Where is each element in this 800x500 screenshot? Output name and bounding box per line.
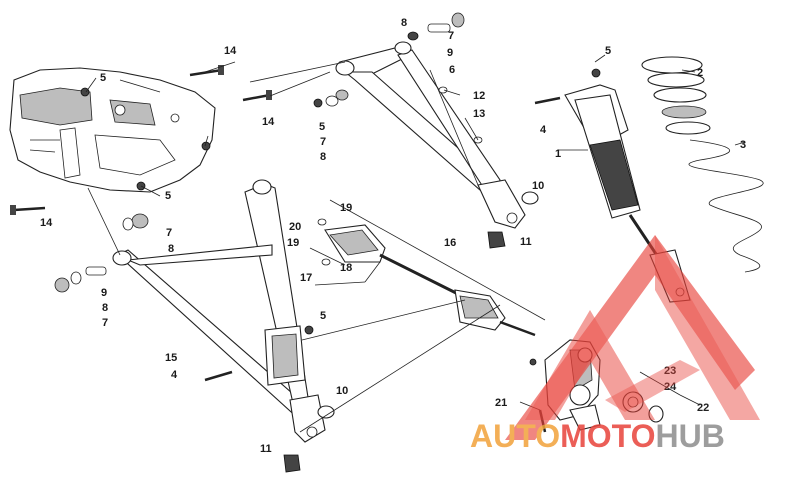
frame-section: [9, 67, 216, 193]
bushing-7-upper: [451, 12, 465, 28]
nut-5-shock: [591, 68, 601, 78]
bolt-14-b: [242, 90, 272, 102]
sleeve-8-upper-b: [335, 89, 349, 101]
label-part-6: 6: [449, 64, 455, 76]
part-labels: 1 2 3 4 4 5 5 5 5 5 6 7 7 7 7 8 8 8 8 9 …: [40, 17, 746, 455]
ball-joint-11-upper: [487, 231, 506, 249]
label-part-20: 20: [289, 221, 301, 233]
label-part-9-upper: 9: [447, 47, 453, 59]
spring-retainer-2: [641, 56, 711, 135]
label-part-18: 18: [340, 262, 352, 274]
label-part-22: 22: [697, 402, 709, 414]
bolt-14-c: [10, 205, 46, 215]
label-part-12: 12: [473, 90, 485, 102]
nut-5-upper: [313, 98, 323, 108]
label-part-4-lower: 4: [171, 369, 178, 381]
bolt-14-a: [189, 65, 224, 77]
label-part-17: 17: [300, 272, 312, 284]
label-part-5-upper: 5: [319, 121, 325, 133]
label-part-7-upper-b: 7: [320, 136, 326, 148]
lower-a-arm: [112, 179, 326, 443]
sleeve-9-lower: [85, 266, 107, 276]
label-part-8-lower-b: 8: [102, 302, 108, 314]
label-part-10-upper: 10: [532, 180, 544, 192]
label-part-5-frame-b: 5: [165, 190, 171, 202]
label-part-5-lower: 5: [320, 310, 326, 322]
label-part-7-lower: 7: [166, 227, 172, 239]
label-part-2: 2: [697, 67, 703, 79]
label-part-11-upper: 11: [520, 236, 532, 248]
ring-20: [317, 218, 327, 226]
label-part-14-b: 14: [262, 116, 275, 128]
label-part-24: 24: [664, 381, 677, 393]
label-part-8-lower: 8: [168, 243, 174, 255]
label-part-19-b: 19: [287, 237, 299, 249]
sleeve-8-lower: [122, 217, 134, 231]
label-part-8-upper-b: 8: [320, 151, 326, 163]
watermark-text: AUTOMOTOHUB: [470, 418, 725, 454]
label-part-14-c: 14: [40, 217, 53, 229]
label-part-8-upper: 8: [401, 17, 407, 29]
label-part-11-lower: 11: [260, 443, 272, 455]
bolt-22-head: [529, 358, 537, 366]
label-part-7-upper: 7: [448, 30, 454, 42]
drive-axle: [324, 224, 536, 337]
snap-ring-10-upper: [521, 191, 539, 205]
ring-18: [321, 258, 331, 266]
label-part-9-lower: 9: [101, 287, 107, 299]
sleeve-9-upper: [427, 23, 451, 33]
label-part-23: 23: [664, 365, 676, 377]
label-part-5-frame: 5: [100, 72, 106, 84]
watermark-logo: AUTOMOTOHUB: [470, 235, 760, 454]
nut-5-lower: [304, 325, 314, 335]
label-part-13: 13: [473, 108, 485, 120]
label-part-4-shock: 4: [540, 124, 547, 136]
label-part-14-a: 14: [224, 45, 237, 57]
bushing-7-lower: [131, 213, 149, 229]
washer-8-lower: [70, 271, 82, 285]
washer-8-upper: [407, 31, 419, 41]
bolt-4-shock: [534, 96, 561, 105]
clip-12: [438, 86, 448, 94]
label-part-16: 16: [444, 237, 456, 249]
coil-spring-3: [688, 139, 764, 273]
leader-lines: [85, 54, 746, 433]
label-part-1: 1: [555, 148, 561, 160]
bushing-7-lower-b: [54, 277, 70, 293]
upper-a-arm: [335, 41, 526, 229]
label-part-3: 3: [740, 139, 746, 151]
label-part-21: 21: [495, 397, 507, 409]
ball-joint-11-lower: [283, 454, 301, 473]
label-part-7-lower-b: 7: [102, 317, 108, 329]
label-part-5-shock: 5: [605, 45, 611, 57]
bushing-7-upper-b: [325, 95, 339, 107]
label-part-15: 15: [165, 352, 177, 364]
label-part-19-a: 19: [340, 202, 352, 214]
bolt-4-lower: [204, 370, 233, 382]
snap-ring-10-lower: [317, 405, 335, 419]
label-part-10-lower: 10: [336, 385, 348, 397]
